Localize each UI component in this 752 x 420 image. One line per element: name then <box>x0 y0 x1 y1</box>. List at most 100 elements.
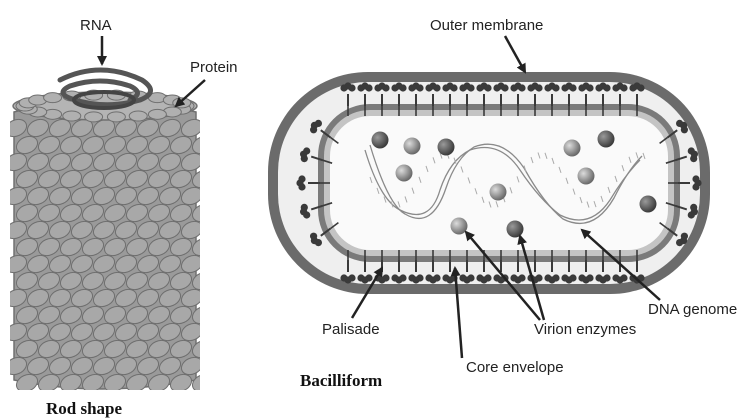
bacilliform-caption: Bacilliform <box>300 371 382 390</box>
virion-enzyme-particle <box>564 140 581 157</box>
palisade-knob <box>310 233 317 240</box>
virion-enzyme-particle <box>507 221 524 238</box>
palisade-knob <box>595 84 602 91</box>
palisade-knob <box>544 274 551 281</box>
palisade-knob <box>612 84 619 91</box>
top-protein-subunit <box>63 111 81 121</box>
palisade-knob <box>518 274 525 281</box>
palisade-knob <box>637 84 644 91</box>
top-protein-subunit <box>148 109 166 119</box>
palisade-knob <box>416 84 423 91</box>
palisade-knob <box>620 84 627 91</box>
palisade-knob <box>476 84 483 91</box>
palisade-knob <box>493 84 500 91</box>
palisade-knob <box>442 274 449 281</box>
palisade-knob <box>620 274 627 281</box>
palisade-knob <box>357 84 364 91</box>
palisade-knob <box>552 274 559 281</box>
palisade-knob <box>433 84 440 91</box>
palisade-knob <box>603 84 610 91</box>
palisade-knob <box>374 84 381 91</box>
palisade-knob <box>681 126 688 133</box>
palisade-knob <box>688 211 695 218</box>
palisade-knob <box>690 204 697 211</box>
palisade-knob <box>578 84 585 91</box>
palisade-knob <box>365 274 372 281</box>
palisade-knob <box>348 274 355 281</box>
palisade-knob <box>569 84 576 91</box>
top-protein-subunit <box>85 112 103 122</box>
palisade-knob <box>578 274 585 281</box>
palisade-knob <box>459 84 466 91</box>
virion-enzyme-particle <box>438 139 455 156</box>
palisade-knob <box>467 84 474 91</box>
palisade-knob <box>303 211 310 218</box>
palisade-knob <box>629 84 636 91</box>
palisade-knob <box>561 274 568 281</box>
palisade-knob <box>348 84 355 91</box>
protein-label: Protein <box>190 59 238 76</box>
palisade-knob <box>484 274 491 281</box>
virion-enzyme-particle <box>451 218 468 235</box>
palisade-label: Palisade <box>322 321 380 338</box>
palisade-knob <box>527 84 534 91</box>
palisade-knob <box>569 274 576 281</box>
palisade-knob <box>340 274 347 281</box>
rod-shape-virus: RNA Protein Rod shape <box>3 17 238 418</box>
palisade-knob <box>315 239 322 246</box>
palisade-knob <box>391 274 398 281</box>
palisade-knob <box>399 274 406 281</box>
palisade-knob <box>586 274 593 281</box>
core-envelope-label: Core envelope <box>466 359 564 376</box>
palisade-knob <box>442 84 449 91</box>
rna-label: RNA <box>80 17 112 34</box>
palisade-knob <box>501 84 508 91</box>
palisade-knob <box>357 274 364 281</box>
palisade-knob <box>467 274 474 281</box>
palisade-knob <box>676 239 683 246</box>
palisade-knob <box>382 84 389 91</box>
palisade-knob <box>484 84 491 91</box>
palisade-knob <box>340 84 347 91</box>
palisade-knob <box>676 120 683 127</box>
palisade-knob <box>459 274 466 281</box>
virion-enzyme-particle <box>490 184 507 201</box>
palisade-knob <box>399 84 406 91</box>
palisade-knob <box>612 274 619 281</box>
virion-enzymes-label: Virion enzymes <box>534 321 636 338</box>
palisade-knob <box>535 274 542 281</box>
palisade-knob <box>425 274 432 281</box>
top-protein-subunit <box>44 93 62 103</box>
palisade-knob <box>561 84 568 91</box>
palisade-knob <box>301 155 308 162</box>
dna-genome-label: DNA genome <box>648 301 737 318</box>
rod-caption: Rod shape <box>46 399 123 418</box>
top-protein-subunit <box>129 111 147 121</box>
outer-membrane-label: Outer membrane <box>430 17 543 34</box>
palisade-knob <box>408 84 415 91</box>
palisade-knob <box>586 84 593 91</box>
virion-enzyme-particle <box>640 196 657 213</box>
outer-membrane-arrow <box>505 36 525 72</box>
palisade-knob <box>476 274 483 281</box>
palisade-knob <box>315 120 322 127</box>
palisade-knob <box>493 274 500 281</box>
palisade-knob <box>301 204 308 211</box>
top-protein-subunit <box>107 112 125 122</box>
virion-enzyme-particle <box>372 132 389 149</box>
palisade-knob <box>450 84 457 91</box>
palisade-knob <box>408 274 415 281</box>
virion-enzyme-particle <box>404 138 421 155</box>
palisade-knob <box>518 84 525 91</box>
palisade-knob <box>692 183 699 190</box>
palisade-knob <box>595 274 602 281</box>
palisade-knob <box>298 175 305 182</box>
palisade-knob <box>690 155 697 162</box>
palisade-knob <box>391 84 398 91</box>
palisade-knob <box>310 126 317 133</box>
palisade-knob <box>681 233 688 240</box>
palisade-knob <box>365 84 372 91</box>
palisade-knob <box>382 274 389 281</box>
